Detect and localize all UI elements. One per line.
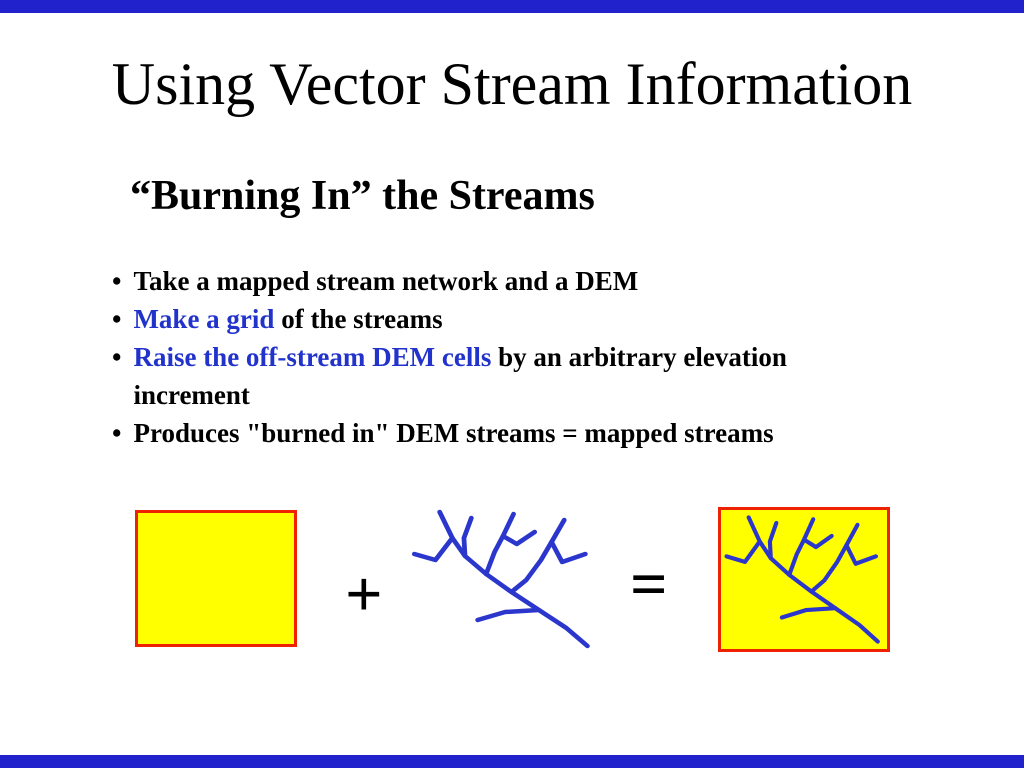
bullet-text: Raise the off-stream DEM cells by an arb… <box>133 338 922 414</box>
slide-subtitle: “Burning In” the Streams <box>130 173 595 219</box>
burned-in-dem-box <box>718 507 890 652</box>
bullet-text: Take a mapped stream network and a DEM <box>133 262 922 300</box>
dem-grid-box <box>135 510 297 647</box>
bullet-item: • Make a grid of the streams <box>112 300 922 338</box>
bullet-segment: increment <box>133 380 250 410</box>
bullet-item: • Take a mapped stream network and a DEM <box>112 262 922 300</box>
bullet-item: • Produces "burned in" DEM streams = map… <box>112 414 922 452</box>
bullet-marker: • <box>112 304 122 334</box>
bullet-item: • Raise the off-stream DEM cells by an a… <box>112 338 922 414</box>
slide-title: Using Vector Stream Information <box>111 51 913 117</box>
bullet-text: Produces "burned in" DEM streams = mappe… <box>133 414 922 452</box>
bullet-segment-highlight: Make a grid <box>133 304 275 334</box>
bullet-text: Make a grid of the streams <box>133 300 922 338</box>
bottom-accent-bar <box>0 755 1024 768</box>
bullet-segment: Produces "burned in" DEM streams = mappe… <box>133 418 774 448</box>
bullet-list: • Take a mapped stream network and a DEM… <box>112 262 922 452</box>
bullet-marker: • <box>112 266 122 296</box>
plus-sign: + <box>345 558 383 631</box>
top-accent-bar <box>0 0 1024 13</box>
bullet-segment-highlight: Raise the off-stream DEM cells <box>133 342 492 372</box>
bullet-marker: • <box>112 418 122 448</box>
bullet-segment: of the streams <box>274 304 443 334</box>
bullet-segment: Take a mapped stream network and a DEM <box>133 266 639 296</box>
stream-network-icon <box>408 504 598 654</box>
bullet-marker: • <box>112 342 122 372</box>
equals-sign: = <box>630 548 668 621</box>
bullet-segment: by an arbitrary elevation <box>491 342 787 372</box>
stream-network-icon <box>721 510 887 649</box>
